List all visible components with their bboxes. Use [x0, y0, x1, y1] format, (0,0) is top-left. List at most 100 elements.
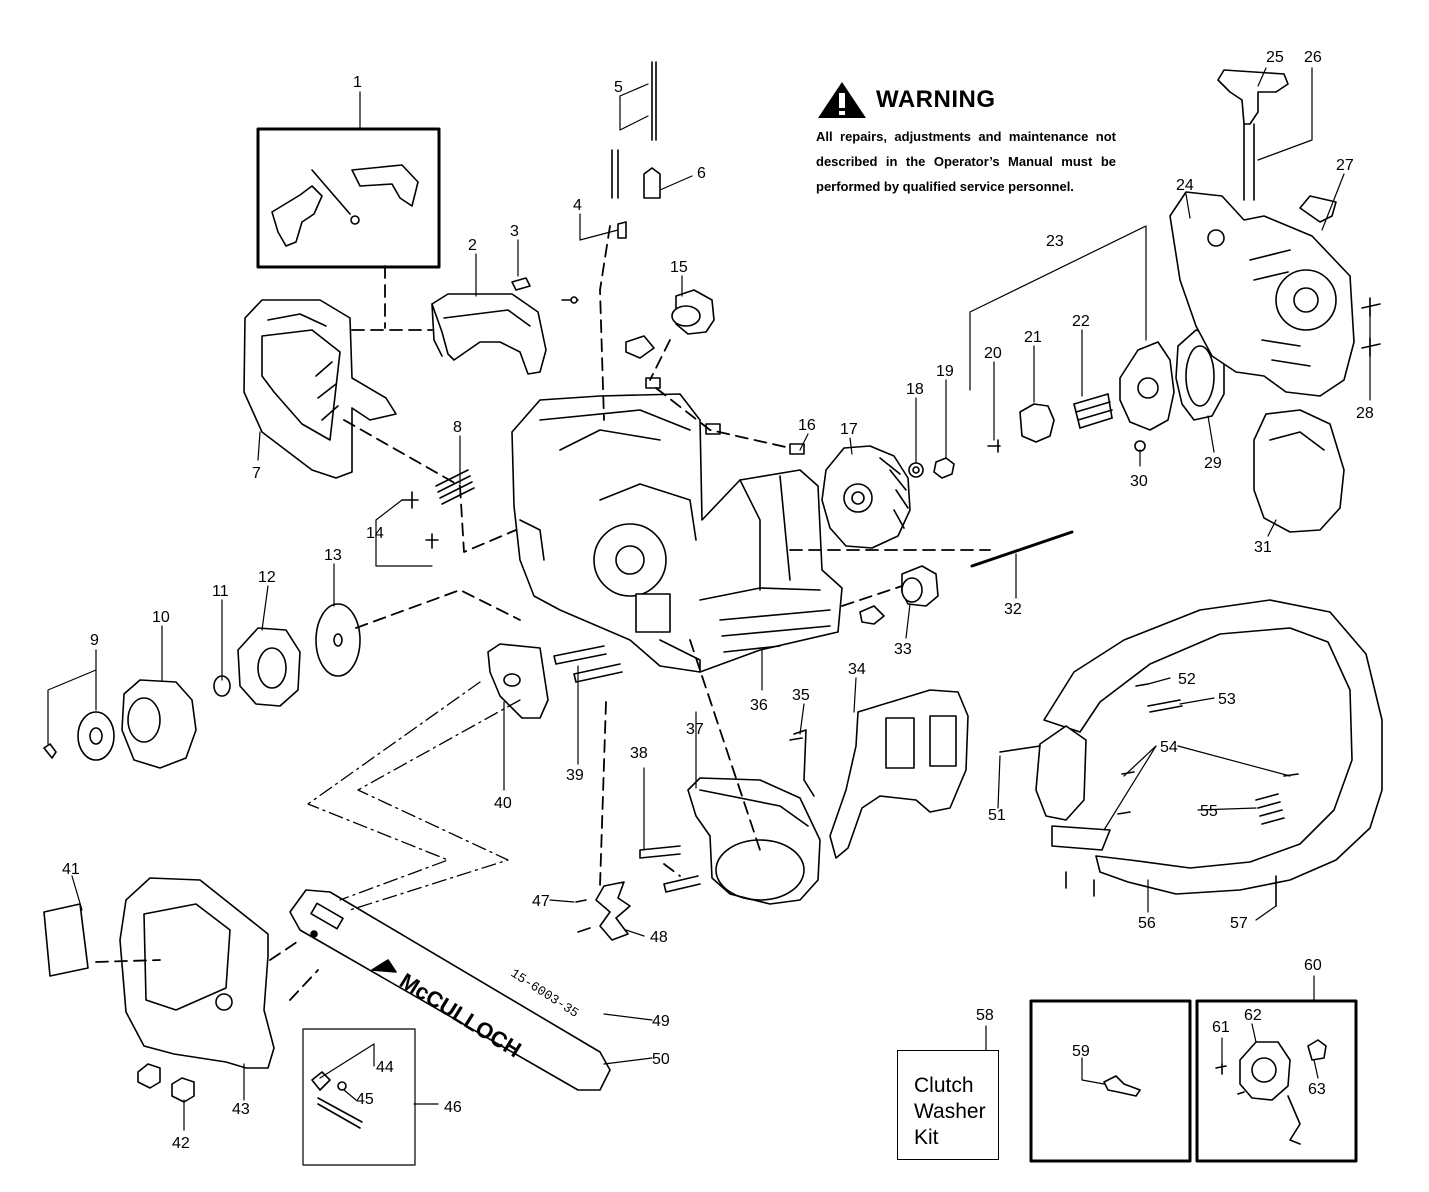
callout-36: 36	[750, 697, 768, 714]
clutch-washer-kit-label: Clutch Washer Kit	[914, 1074, 986, 1149]
callout-44: 44	[376, 1059, 394, 1076]
kit-box-46-frame	[302, 1028, 416, 1166]
callout-60: 60	[1304, 957, 1322, 974]
parts-44-45	[311, 1071, 363, 1129]
part-23-starter-pulley	[1119, 341, 1175, 452]
callout-37: 37	[686, 721, 704, 738]
callout-35: 35	[792, 687, 810, 704]
callout-63: 63	[1308, 1081, 1326, 1098]
parts-61-63-oil-pump	[1215, 1039, 1327, 1145]
callout-57: 57	[1230, 915, 1248, 932]
part-38-bolts	[639, 845, 701, 893]
part-15-intake	[625, 289, 715, 359]
part-59-screw	[1103, 1075, 1141, 1097]
callout-2: 2	[468, 237, 477, 254]
callout-29: 29	[1204, 455, 1222, 472]
callout-26: 26	[1304, 49, 1322, 66]
callout-12: 12	[258, 569, 276, 586]
part-41-decal	[43, 903, 89, 977]
callout-39: 39	[566, 767, 584, 784]
callout-48: 48	[650, 929, 668, 946]
callout-numbers: 1 2 3 4 5 6 7 8 9 10 11 12 13 14 15 16 1…	[62, 49, 1374, 1152]
chain-path	[307, 681, 521, 911]
part-14-screws	[401, 491, 439, 549]
part-17-flywheel	[821, 445, 911, 549]
callout-56: 56	[1138, 915, 1156, 932]
callout-49: 49	[652, 1013, 670, 1030]
part-34-chain-brake	[829, 689, 969, 859]
callout-27: 27	[1336, 157, 1354, 174]
part-42-nuts	[137, 1063, 195, 1103]
callout-28: 28	[1356, 405, 1374, 422]
part-37-clutch-cover	[687, 777, 821, 905]
clutch-group	[43, 603, 361, 769]
part-24-starter-housing	[1169, 191, 1355, 397]
part-7-rear-handle	[243, 299, 397, 479]
warning-notice: WARNING All repairs, adjustments and mai…	[816, 76, 1116, 199]
callout-25: 25	[1266, 49, 1284, 66]
callout-1: 1	[353, 74, 362, 91]
part-25-starter-handle	[1217, 69, 1289, 201]
callout-20: 20	[984, 345, 1002, 362]
callout-52: 52	[1178, 671, 1196, 688]
part-39-bolts	[553, 645, 623, 683]
callout-32: 32	[1004, 601, 1022, 618]
callout-11: 11	[212, 583, 229, 600]
callout-34: 34	[848, 661, 866, 678]
part-47-48	[575, 881, 631, 941]
callout-3: 3	[510, 223, 519, 240]
warning-triangle-icon	[818, 82, 866, 118]
callout-58: 58	[976, 1007, 994, 1024]
part-1-trigger-kit	[271, 164, 419, 247]
kit-box-60-frame	[1195, 999, 1358, 1163]
callout-7: 7	[252, 465, 261, 482]
callout-9: 9	[90, 632, 99, 649]
part-36-crankcase	[511, 393, 843, 673]
callout-51: 51	[988, 807, 1006, 824]
dashed-connectors	[95, 225, 991, 1001]
part-8-spring	[435, 469, 475, 505]
part-16-clips	[645, 377, 805, 455]
warning-text: All repairs, adjustments and maintenance…	[816, 129, 1116, 194]
warning-header: WARNING	[816, 76, 1116, 124]
part-35-spring	[789, 729, 815, 797]
callout-50: 50	[652, 1051, 670, 1068]
callout-38: 38	[630, 745, 648, 762]
part-56-front-handle	[999, 599, 1383, 907]
callout-61: 61	[1212, 1019, 1230, 1036]
callout-4: 4	[573, 197, 582, 214]
callout-41: 41	[62, 861, 80, 878]
callout-14: 14	[366, 525, 384, 542]
part-27-decal	[1299, 195, 1337, 223]
callout-45: 45	[356, 1091, 374, 1108]
warning-title: WARNING	[876, 86, 996, 113]
callout-5: 5	[614, 79, 623, 96]
callout-33: 33	[894, 641, 912, 658]
callout-23: 23	[1046, 233, 1064, 250]
clutch-washer-kit-box: Clutch Washer Kit	[897, 1050, 999, 1160]
callout-13: 13	[324, 547, 342, 564]
callout-19: 19	[936, 363, 954, 380]
callout-42: 42	[172, 1135, 190, 1152]
part-2-top-cover	[431, 293, 547, 375]
callout-54: 54	[1160, 739, 1178, 756]
callout-24: 24	[1176, 177, 1194, 194]
callout-30: 30	[1130, 473, 1148, 490]
callout-40: 40	[494, 795, 512, 812]
callout-43: 43	[232, 1101, 250, 1118]
callout-10: 10	[152, 609, 170, 626]
callout-8: 8	[453, 419, 462, 436]
callout-16: 16	[798, 417, 816, 434]
callout-46: 46	[444, 1099, 462, 1116]
part-33-intake	[859, 565, 939, 625]
callout-18: 18	[906, 381, 924, 398]
callout-22: 22	[1072, 313, 1090, 330]
callout-47: 47	[532, 893, 550, 910]
leader-lines	[47, 67, 1371, 1131]
part-43-side-cover	[119, 877, 275, 1069]
callout-31: 31	[1254, 539, 1272, 556]
callout-55: 55	[1200, 803, 1218, 820]
small-parts-3-6	[511, 61, 661, 304]
callout-15: 15	[670, 259, 688, 276]
